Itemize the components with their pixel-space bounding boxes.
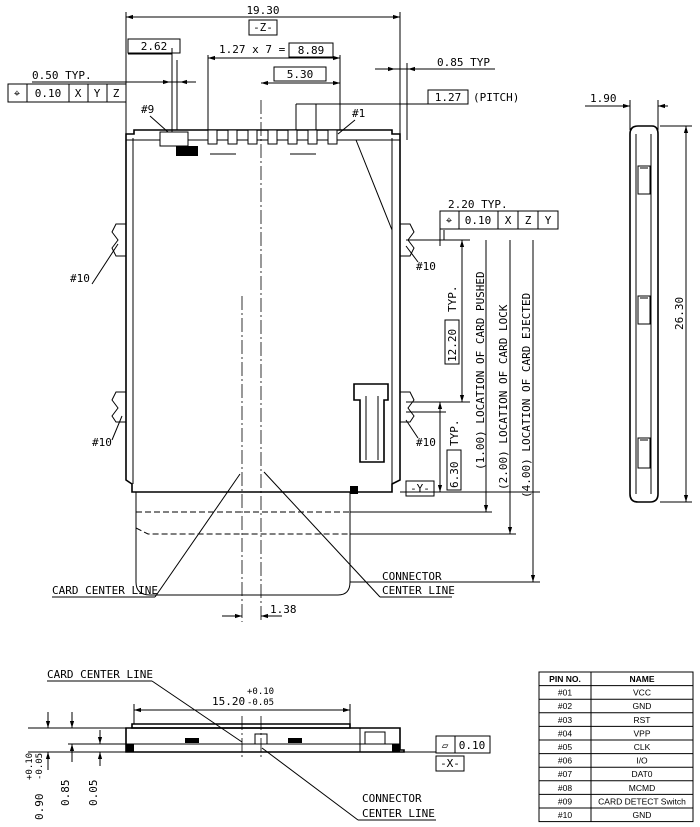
side-view: 1.90 26.30 [585,92,692,503]
front-connector-center-1: CONNECTOR [362,792,422,805]
tol-minus: -0.05 [247,698,274,708]
position-symbol-2: ⌖ [446,214,452,227]
pin-table-cell-pin: #05 [558,742,572,752]
dim-1-90: 1.90 [590,92,617,105]
tol-value: 0.10 [35,87,62,100]
datum-z: -Z- [253,21,273,34]
pin-table-cell-name: GND [633,810,652,820]
dim-0-05: 0.05 [87,780,100,807]
pin-table-frame [538,671,694,823]
pin-1-label: #1 [352,107,365,120]
datum-y: -Y- [410,482,430,495]
card-center-line-label: CARD CENTER LINE [52,584,158,597]
datum-ref-z: Z [113,87,120,100]
dim-2-20-typ: 2.20 TYP. [448,198,508,211]
datum-ref-y: Y [94,87,101,100]
dim-12-20: 12.20 [446,329,459,362]
pin-table-cell-pin: #09 [558,796,572,806]
datum-x: -X- [440,757,460,770]
dim-1-38: 1.38 [270,603,297,616]
tol-value-2: 0.10 [465,214,492,227]
pitch-value: 1.27 [435,91,462,104]
connector-center-label-1: CONNECTOR [382,570,442,583]
dim-0-90: 0.90 [33,794,46,821]
pin-9-label: #9 [141,103,154,116]
datum-ref-y-2: Y [545,214,552,227]
pin-table-cell-name: I/O [636,756,648,766]
front-view: CARD CENTER LINE 15.20 +0.10 -0.05 ▱ 0.1… [25,668,491,821]
pin-table-cell-pin: #04 [558,728,572,738]
pin-10-label-right-bottom: #10 [416,436,436,449]
pin-table-cell-pin: #07 [558,769,572,779]
datum-ref-x-2: X [505,214,512,227]
tol-plus: +0.10 [247,687,274,697]
card-pushed-label: (1.00) LOCATION OF CARD PUSHED [474,271,487,470]
dim-0-90-tol-plus: +0.10 [25,753,35,780]
card-lock-label: (2.00) LOCATION OF CARD LOCK [497,304,510,490]
pin-table-cell-name: VPP [633,728,650,738]
position-symbol: ⌖ [14,87,20,100]
dim-width: 19.30 [246,4,279,17]
pin-table-cell-pin: #03 [558,715,572,725]
dim-0-85-typ: 0.85 TYP [437,56,490,69]
dim-5-30: 5.30 [287,68,314,81]
dim-6-30: 6.30 [448,462,461,489]
pin-table-cell-name: DAT0 [631,769,652,779]
datum-ref-z-2: Z [525,214,532,227]
dim-26-30: 26.30 [673,297,686,330]
pin-table-cell-name: VCC [633,688,651,698]
pin-table-cell-pin: #10 [558,810,572,820]
pin-table-header-name: NAME [629,674,654,684]
datum-ref-x: X [75,87,82,100]
front-card-center-label: CARD CENTER LINE [47,668,153,681]
pin-table-header-pin: PIN NO. [549,674,581,684]
pin-table-cell-name: CARD DETECT Switch [598,796,686,806]
pin-10-label-left-top: #10 [70,272,90,285]
dim-6-30-typ: TYP. [448,420,461,447]
connector-center-label-2: CENTER LINE [382,584,455,597]
flatness-symbol: ▱ [442,739,449,752]
dim-0-50-typ: 0.50 TYP. [32,69,92,82]
dim-0-85-front: 0.85 [59,780,72,807]
pin-table-cell-name: GND [633,701,652,711]
front-connector-center-2: CENTER LINE [362,807,435,820]
dim-8-89: 8.89 [298,44,325,57]
pin-10-label-right-top: #10 [416,260,436,273]
dim-0-90-tol-minus: -0.05 [35,753,45,780]
pin-table-cell-pin: #01 [558,688,572,698]
pin-table-cell-name: MCMD [629,783,655,793]
pitch-label: (PITCH) [473,91,519,104]
pin-table-cell-pin: #06 [558,756,572,766]
flatness-value: 0.10 [459,739,486,752]
pin-table-cell-pin: #08 [558,783,572,793]
top-view: 19.30 -Z- 2.62 1.27 x 7 = 8.89 5.30 0.85… [7,4,559,622]
dim-2-62: 2.62 [141,40,168,53]
card-ejected-label: (4.00) LOCATION OF CARD EJECTED [520,293,533,498]
dim-12-20-typ: TYP. [446,286,459,313]
pitch-formula: 1.27 x 7 = [219,43,286,56]
pin-10-label-left-bottom: #10 [92,436,112,449]
pin-table-cell-pin: #02 [558,701,572,711]
dim-15-20: 15.20 [212,695,245,708]
pin-table-cell-name: CLK [634,742,651,752]
pin-table-cell-name: RST [634,715,651,725]
